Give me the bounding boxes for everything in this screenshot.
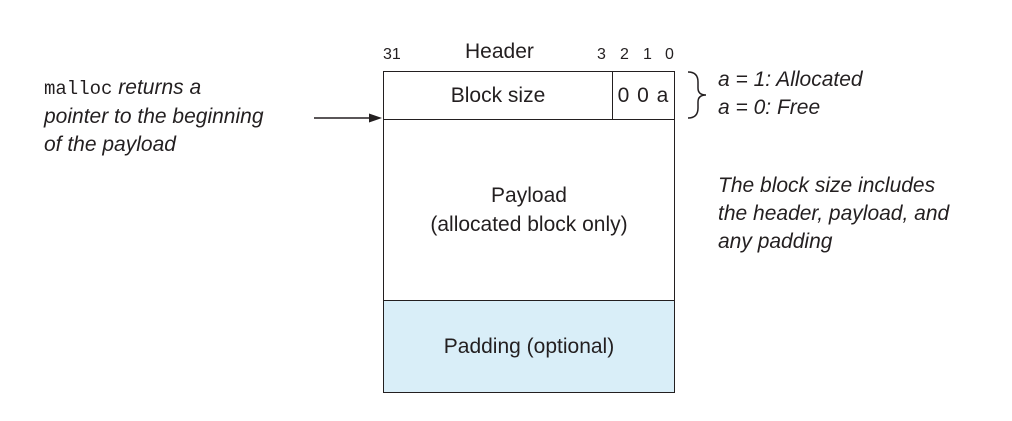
allocated-line: a = 1: Allocated [718, 68, 863, 91]
header-word: Block size 0 0 a [383, 71, 675, 120]
bit-label-0: 0 [665, 46, 674, 63]
bit-label-3: 3 [597, 46, 606, 63]
alloc-bit-legend: a = 1: Allocated a = 0: Free [718, 66, 863, 122]
bit-label-1: 1 [643, 46, 652, 63]
padding-label: Padding (optional) [443, 334, 615, 358]
curly-brace [687, 71, 707, 119]
pointer-arrow [314, 113, 382, 123]
malloc-code: malloc [44, 78, 113, 100]
padding-region: Padding (optional) [383, 300, 675, 393]
bit-label-2: 2 [620, 46, 629, 63]
flag-bits-field: 0 0 a [617, 83, 670, 107]
bit-label-31: 31 [383, 46, 401, 63]
block-size-note: The block size includes the header, payl… [718, 172, 949, 256]
size-note-line2: the header, payload, and [718, 202, 950, 225]
free-line: a = 0: Free [718, 96, 821, 119]
size-note-line3: any padding [718, 230, 833, 253]
malloc-line3: of the payload [44, 133, 176, 156]
malloc-annotation: malloc returns a pointer to the beginnin… [44, 74, 264, 159]
payload-label: Payload [491, 183, 567, 207]
header-title: Header [465, 40, 534, 63]
size-note-line1: The block size includes [718, 174, 936, 197]
block-size-field: Block size [384, 72, 613, 119]
malloc-line2: pointer to the beginning [44, 105, 264, 128]
malloc-line1: returns a [118, 76, 202, 99]
payload-sublabel: (allocated block only) [430, 212, 628, 236]
